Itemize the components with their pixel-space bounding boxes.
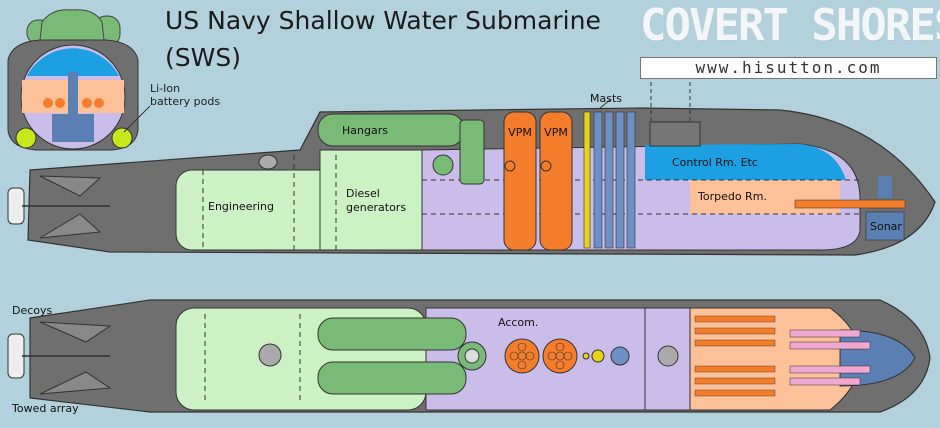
plan-sail-hatch	[657, 345, 679, 367]
towed-array-label: Towed array	[11, 402, 79, 415]
cross-section-weapon-4	[94, 98, 104, 108]
plan-hangar-2	[317, 361, 467, 395]
masts-leader	[599, 99, 611, 109]
plan-mast-2	[591, 349, 605, 363]
vpm-port-1	[504, 160, 516, 172]
mast-2	[604, 111, 614, 249]
torpedo-label: Torpedo Rm.	[697, 190, 767, 203]
plan-tail-fin-upper	[39, 321, 112, 343]
vpm-tube-1	[503, 111, 537, 251]
vpm-label-1: VPM	[508, 126, 532, 139]
side-sonar	[865, 211, 905, 241]
side-torpedo-tube	[794, 199, 906, 209]
plan-tail-fin-lower	[39, 371, 112, 395]
plan-torpedo-racks	[694, 315, 776, 397]
side-profile: VPM VPM Masts Hangars Control Rm. Etc To…	[7, 82, 936, 256]
plan-mast-cluster	[610, 346, 630, 366]
side-diesel-section	[319, 149, 423, 251]
plan-hangar-1	[317, 317, 467, 351]
battery-pod-left	[15, 127, 37, 149]
control-label: Control Rm. Etc	[672, 156, 758, 169]
battery-leader-line	[123, 105, 151, 133]
hangars-label: Hangars	[342, 124, 388, 137]
side-hangars	[317, 113, 465, 147]
cross-section-weapon-1	[43, 98, 53, 108]
engineering-label: Engineering	[208, 200, 274, 213]
plan-hatch	[258, 343, 282, 367]
battery-label-line2: battery pods	[150, 95, 220, 108]
page-subtitle: (SWS)	[165, 43, 241, 72]
plan-vpm-cells	[509, 342, 573, 370]
plan-propulsor	[7, 333, 25, 379]
cross-section-weapon-3	[82, 98, 92, 108]
battery-pod-right	[111, 127, 133, 149]
side-hangar-hatch	[459, 119, 485, 185]
mast-1	[593, 111, 603, 249]
mast-4	[626, 111, 636, 249]
side-bow-equipment	[878, 176, 892, 198]
mast-3	[615, 111, 625, 249]
side-propulsor	[7, 187, 25, 225]
cross-section: Li-Ion battery pods	[7, 9, 220, 151]
battery-label-line1: Li-Ion	[150, 82, 180, 95]
side-tail-fin-upper	[39, 175, 102, 197]
brand-logo-text: COVERT SHORES	[640, 0, 940, 51]
side-hatch	[258, 154, 278, 170]
diesel-label-line1: Diesel	[346, 187, 380, 200]
cross-section-mast-trunk	[68, 72, 78, 142]
side-torpedo-room	[690, 180, 840, 214]
side-tail-fin-lower	[39, 213, 102, 239]
side-sail-block	[649, 121, 701, 147]
diesel-label-line2: generators	[346, 201, 406, 214]
plan-view: Accom. Decoys Towed array	[7, 299, 931, 415]
decoys-label: Decoys	[12, 304, 53, 317]
plan-mast-yellow	[582, 352, 590, 360]
cross-section-control-deck	[27, 48, 119, 76]
cross-section-weapon-2	[55, 98, 65, 108]
vpm-label-2: VPM	[544, 126, 568, 139]
side-control-room	[645, 144, 846, 180]
masts-label: Masts	[590, 92, 622, 105]
page-title: US Navy Shallow Water Submarine	[165, 6, 601, 35]
accom-label: Accom.	[498, 316, 538, 329]
vpm-tube-2	[539, 111, 573, 251]
brand-url: www.hisutton.com	[640, 57, 937, 79]
plan-torpedo-tubes	[789, 329, 871, 386]
sonar-label: Sonar	[870, 220, 902, 233]
cross-section-lower-trunk	[52, 114, 94, 142]
plan-airlock-hatch	[464, 348, 480, 364]
mast-yellow	[583, 111, 591, 249]
side-airlock	[432, 154, 454, 176]
vpm-port-2	[540, 160, 552, 172]
